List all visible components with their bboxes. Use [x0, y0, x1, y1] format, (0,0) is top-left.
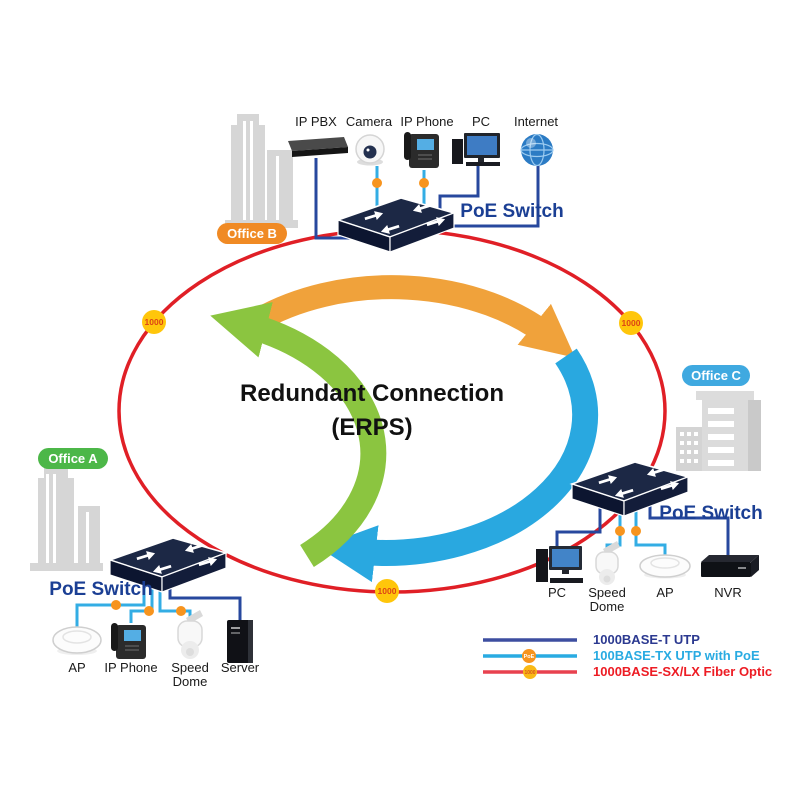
- svg-text:100BASE-TX UTP with PoE: 100BASE-TX UTP with PoE: [593, 648, 760, 663]
- device-ipphone-a: [111, 623, 146, 659]
- svg-text:IP PBX: IP PBX: [295, 114, 337, 129]
- svg-text:Speed: Speed: [171, 660, 209, 675]
- svg-text:Camera: Camera: [346, 114, 393, 129]
- office-b-device-labels: IP PBX Camera IP Phone PC Internet: [295, 114, 558, 129]
- svg-text:NVR: NVR: [714, 585, 741, 600]
- svg-text:1000: 1000: [378, 586, 397, 596]
- svg-text:Server: Server: [221, 660, 260, 675]
- building-office-c: [676, 391, 761, 471]
- device-internet-globe: [520, 133, 554, 167]
- poe-indicator-dot: [176, 606, 186, 616]
- svg-text:1000: 1000: [622, 318, 641, 328]
- legend-item-utp: 1000BASE-T UTP: [483, 632, 700, 647]
- office-b-badge: Office B: [217, 223, 287, 244]
- poe-indicator-dot: [144, 606, 154, 616]
- flow-arrow-green: [210, 302, 387, 568]
- connection-line-ap-a: [75, 578, 146, 629]
- svg-text:PC: PC: [472, 114, 490, 129]
- svg-text:PC: PC: [548, 585, 566, 600]
- poe-indicator-dot: [372, 178, 382, 188]
- svg-text:1000: 1000: [145, 317, 164, 327]
- office-a-badge: Office A: [38, 448, 108, 469]
- device-server: [227, 620, 253, 663]
- device-ap-c: [639, 554, 691, 579]
- svg-text:1000: 1000: [524, 670, 535, 676]
- legend: 1000BASE-T UTP PoE 100BASE-TX UTP with P…: [483, 632, 772, 679]
- flow-arrow-orange: [248, 275, 576, 358]
- svg-text:PoE: PoE: [524, 654, 535, 660]
- device-ippbx: [288, 137, 348, 157]
- svg-text:Speed: Speed: [588, 585, 626, 600]
- office-c-utp-lines: [555, 494, 730, 557]
- office-c-badge: Office C: [682, 365, 750, 386]
- svg-text:1000BASE-SX/LX Fiber Optic: 1000BASE-SX/LX Fiber Optic: [593, 664, 772, 679]
- svg-text:AP: AP: [656, 585, 673, 600]
- svg-text:IP Phone: IP Phone: [104, 660, 157, 675]
- device-speed-dome-c: [595, 541, 620, 585]
- legend-badge-1000: [523, 665, 537, 679]
- connection-line-pc-c: [555, 494, 602, 549]
- svg-text:Internet: Internet: [514, 114, 558, 129]
- ring-title-line1: Redundant Connection: [240, 380, 504, 407]
- ring-speed-badge-right: 1000: [619, 311, 643, 335]
- svg-text:Dome: Dome: [173, 674, 208, 689]
- building-office-a: [30, 468, 103, 571]
- connection-line-ap-c: [634, 500, 667, 559]
- svg-text:1000BASE-T UTP: 1000BASE-T UTP: [593, 632, 700, 647]
- svg-text:AP: AP: [68, 660, 85, 675]
- svg-text:Dome: Dome: [590, 599, 625, 614]
- svg-text:Office B: Office B: [227, 226, 277, 241]
- svg-text:IP Phone: IP Phone: [400, 114, 453, 129]
- poe-switch-office-b: [338, 198, 454, 252]
- ring-speed-badge-bottom: 1000: [375, 579, 399, 603]
- connection-line-ipphone-a: [129, 580, 154, 623]
- office-c-device-labels: PC Speed Dome AP NVR: [548, 585, 742, 614]
- legend-item-fiber: 1000 1000BASE-SX/LX Fiber Optic: [483, 664, 772, 679]
- device-speed-dome-a: [177, 610, 203, 659]
- poe-indicator-dot: [419, 178, 429, 188]
- device-ipphone-b: [404, 132, 439, 168]
- office-a-device-labels: AP IP Phone Speed Dome Server: [68, 660, 259, 689]
- legend-badge-poe: [522, 649, 536, 663]
- device-nvr: [701, 555, 759, 577]
- device-pc-c: [536, 546, 583, 583]
- poe-indicator-dot: [111, 600, 121, 610]
- switch-label-office-b: PoE Switch: [460, 201, 563, 222]
- connection-line-server: [168, 584, 242, 621]
- ring-title-line2: (ERPS): [331, 414, 412, 441]
- connection-line-pc-b: [438, 164, 480, 212]
- poe-indicator-dot: [631, 526, 641, 536]
- connection-line-nvr: [648, 500, 730, 557]
- device-ap-a: [52, 626, 102, 655]
- ring-speed-badge-left: 1000: [142, 310, 166, 334]
- device-camera-dome: [355, 134, 385, 166]
- flow-arrow-blue: [318, 348, 599, 583]
- switch-label-office-a: PoE Switch: [49, 579, 152, 600]
- connection-line-internet: [452, 166, 540, 228]
- svg-text:Office C: Office C: [691, 368, 741, 383]
- svg-text:Office A: Office A: [48, 451, 98, 466]
- switch-label-office-c: PoE Switch: [659, 503, 762, 524]
- poe-indicator-dot: [615, 526, 625, 536]
- device-pc-b: [452, 133, 500, 166]
- legend-item-poe: PoE 100BASE-TX UTP with PoE: [483, 648, 760, 663]
- building-office-b: [225, 114, 298, 228]
